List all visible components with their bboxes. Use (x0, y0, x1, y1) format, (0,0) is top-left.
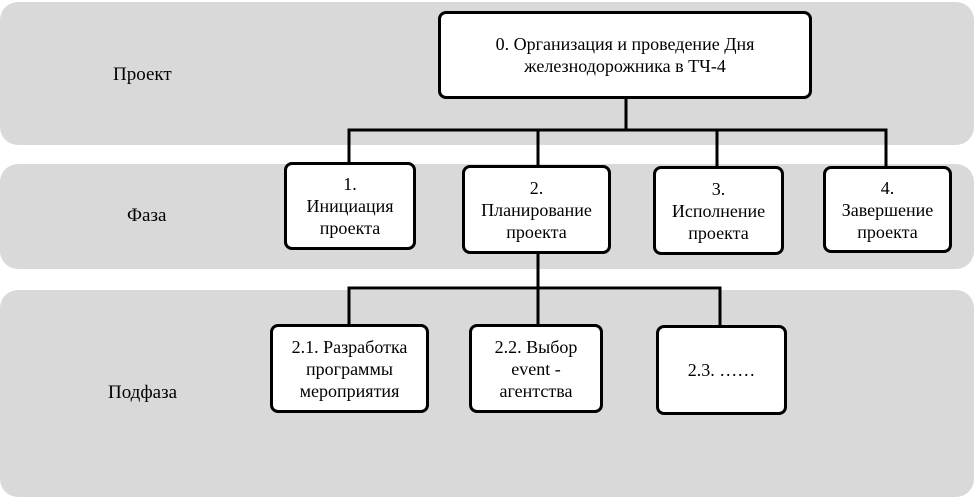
level-label-project: Проект (113, 64, 172, 85)
node-subphase-2-2: 2.2. Выбор event - агентства (469, 324, 603, 413)
node-phase-3-execution: 3. Исполнение проекта (653, 166, 784, 255)
node-phase-2-label: 2. Планирование проекта (481, 177, 592, 242)
node-project-root: 0. Организация и проведение Дня железнод… (438, 11, 812, 99)
node-phase-4-completion: 4. Завершение проекта (823, 166, 952, 253)
node-subphase-2-2-label: 2.2. Выбор event - агентства (494, 336, 578, 401)
node-subphase-2-1: 2.1. Разработка программы мероприятия (270, 324, 429, 413)
node-phase-1-label: 1. Инициация проекта (306, 174, 394, 238)
node-project-root-label: 0. Организация и проведение Дня железнод… (495, 34, 755, 76)
node-phase-1-initiation: 1. Инициация проекта (284, 162, 416, 250)
node-subphase-2-1-label: 2.1. Разработка программы мероприятия (291, 336, 408, 401)
node-phase-4-label: 4. Завершение проекта (841, 177, 934, 242)
level-label-phase: Фаза (127, 205, 167, 226)
node-subphase-2-3: 2.3. …… (656, 325, 787, 415)
node-phase-3-label: 3. Исполнение проекта (671, 178, 766, 243)
node-phase-2-planning: 2. Планирование проекта (462, 165, 611, 254)
node-subphase-2-3-label: 2.3. …… (687, 360, 756, 380)
level-label-subphase: Подфаза (108, 382, 178, 403)
